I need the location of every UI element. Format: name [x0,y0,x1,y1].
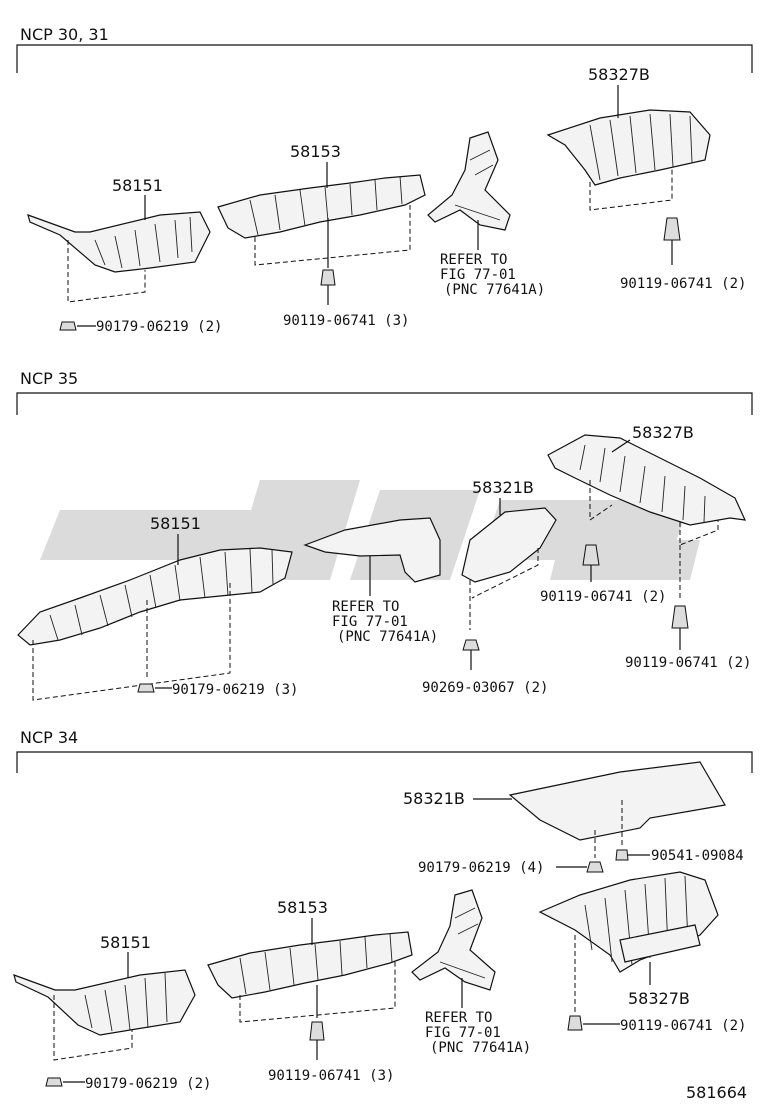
heat-insulator-58321b-part [461,507,557,583]
dashed-guide [679,520,719,546]
dashed-guide [254,205,411,266]
nut-icon [137,683,155,693]
heat-insulator-58327b-part [538,871,719,973]
section-bracket-2 [16,392,753,415]
part-label-58153-b: 58153 [277,898,328,917]
part-label-58153-a: 58153 [290,142,341,161]
part-label-90179-06219-a: 90179-06219 (2) [96,319,222,335]
refer-line-1-a: REFER TO [440,252,507,268]
heat-insulator-58151-part [27,211,211,273]
bolt-icon [671,605,689,629]
dashed-guide [589,480,613,521]
diagram-id: 581664 [686,1083,747,1102]
part-label-90119-06741-c: 90119-06741 (2) [540,589,666,605]
bolt-icon [462,639,480,651]
part-label-58321b-a: 58321B [472,478,534,497]
heat-insulator-58151-long-part [17,547,293,646]
part-label-58151-c: 58151 [100,933,151,952]
nut-icon [45,1077,63,1087]
part-label-58321b-b: 58321B [403,789,465,808]
bolt-icon [309,1021,325,1041]
section-bracket-1 [16,44,753,73]
part-label-58327b-b: 58327B [632,423,694,442]
bracket-part [411,889,496,991]
dashed-guide [67,240,146,303]
bolt-icon [567,1015,583,1031]
refer-line-1-c: REFER TO [425,1010,492,1026]
heat-insulator-58151-part [13,969,196,1036]
part-label-90119-06741-e: 90119-06741 (3) [268,1068,394,1084]
heat-insulator-58327b-part [546,109,711,186]
refer-line-3-b: (PNC 77641A) [337,629,438,645]
refer-line-2-a: FIG 77-01 [440,267,516,283]
part-label-90119-06741-b: 90119-06741 (2) [620,276,746,292]
heat-insulator-58321b-plate-part [508,761,726,841]
bracket-part [303,517,441,583]
bolt-icon [663,217,681,241]
dashed-guide [469,548,539,630]
heat-insulator-58153-part [207,931,413,999]
refer-line-3-c: (PNC 77641A) [430,1040,531,1056]
section-title-ncp34: NCP 34 [20,728,78,747]
section-title-ncp35: NCP 35 [20,369,78,388]
clip-icon [615,849,629,861]
dashed-guide [32,580,231,701]
section-title-ncp30-31: NCP 30, 31 [20,25,109,44]
refer-line-3-a: (PNC 77641A) [444,282,545,298]
part-label-90119-06741-d: 90119-06741 (2) [625,655,751,671]
bolt-icon [582,544,600,566]
heat-insulator-58327b-long-part [547,434,746,526]
bracket-part [427,131,511,231]
part-label-58151-a: 58151 [112,176,163,195]
part-label-90541-09084: 90541-09084 [651,848,744,864]
part-label-90269-03067: 90269-03067 (2) [422,680,548,696]
part-label-90119-06741-f: 90119-06741 (2) [620,1018,746,1034]
heat-insulator-58153-part [217,174,426,239]
leader-line [611,439,631,453]
part-label-58327b-a: 58327B [588,65,650,84]
part-label-90179-06219-c: 90179-06219 (4) [418,860,544,876]
part-label-90179-06219-d: 90179-06219 (2) [85,1076,211,1092]
bolt-icon [320,269,336,286]
part-label-90179-06219-b: 90179-06219 (3) [172,682,298,698]
nut-icon [586,861,604,873]
section-bracket-3 [16,751,753,773]
part-label-90119-06741-a: 90119-06741 (3) [283,313,409,329]
refer-line-2-b: FIG 77-01 [332,614,408,630]
dashed-guide [53,995,133,1061]
refer-line-2-c: FIG 77-01 [425,1025,501,1041]
part-label-58327b-c: 58327B [628,989,690,1008]
refer-line-1-b: REFER TO [332,599,399,615]
part-label-58151-b: 58151 [150,514,201,533]
nut-icon [59,321,77,331]
